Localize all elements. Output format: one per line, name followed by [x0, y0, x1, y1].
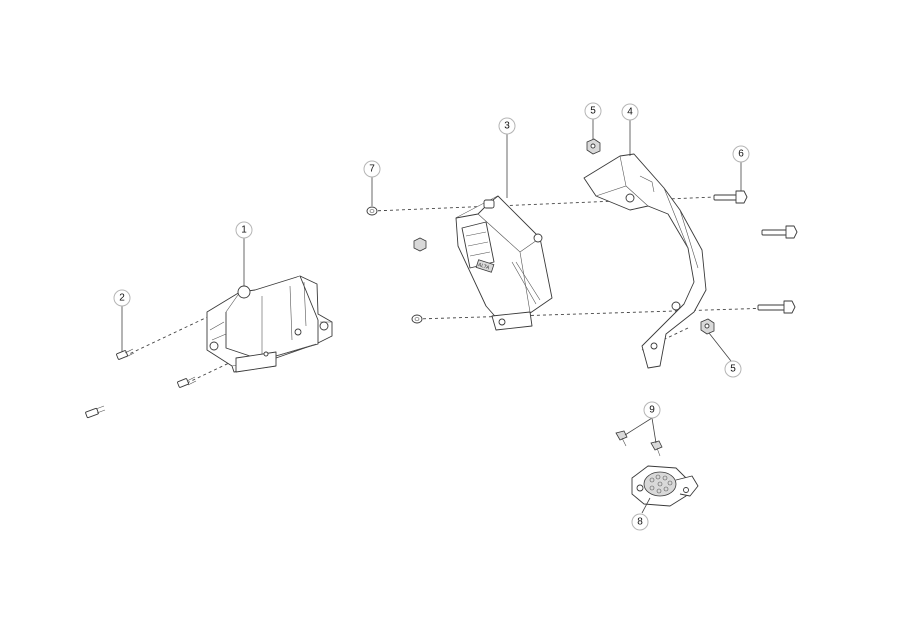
callout-9-label: 9: [649, 405, 655, 416]
nut-loose-middle: [413, 237, 427, 252]
callout-5-lower-label: 5: [730, 364, 736, 375]
part-5-nut-lower: [700, 318, 715, 335]
callout-7-label: 7: [369, 164, 375, 175]
callout-6: 6: [732, 145, 750, 163]
callout-5-upper-label: 5: [590, 106, 596, 117]
part-5-nut-upper: [586, 138, 601, 155]
callout-1-label: 1: [241, 225, 247, 236]
part-1-housing: [206, 275, 333, 373]
screw-lower-part-1: [177, 376, 197, 388]
part-3-control-module: ALTA: [455, 195, 553, 331]
bolt-middle-right: [761, 225, 798, 239]
callout-4-label: 4: [627, 107, 633, 118]
module-3-label: ALTA: [477, 262, 491, 272]
assembly-line-screw-2-upper: [124, 311, 219, 357]
callout-2-label: 2: [119, 293, 125, 304]
callout-5-upper: 5: [584, 102, 602, 120]
part-9-screw-right: [650, 440, 663, 457]
bolt-lower-right: [757, 300, 796, 314]
callout-9: 9: [643, 401, 661, 419]
callout-3-label: 3: [504, 121, 510, 132]
assembly-line-lower-nut-to-bolt: [416, 307, 773, 320]
callout-3: 3: [498, 117, 516, 135]
nut-lower-dashed-line: [411, 314, 423, 324]
callout-4: 4: [621, 103, 639, 121]
part-2-screw-upper: [116, 348, 135, 360]
part-7-nut: [366, 206, 378, 216]
part-6-bolt-upper: [713, 190, 748, 204]
callout-5-lower: 5: [724, 360, 742, 378]
callout-7: 7: [363, 160, 381, 178]
callout-1: 1: [235, 221, 253, 239]
callout-8: 8: [631, 513, 649, 531]
screw-loose-left: [85, 405, 106, 419]
part-4-mounting-bracket: [583, 153, 707, 369]
callout-6-label: 6: [738, 149, 744, 160]
leader-lines: [121, 119, 742, 514]
part-8-sounder: [631, 465, 699, 507]
callout-2: 2: [113, 289, 131, 307]
part-9-screw-left: [615, 430, 628, 447]
callout-8-label: 8: [637, 517, 643, 528]
